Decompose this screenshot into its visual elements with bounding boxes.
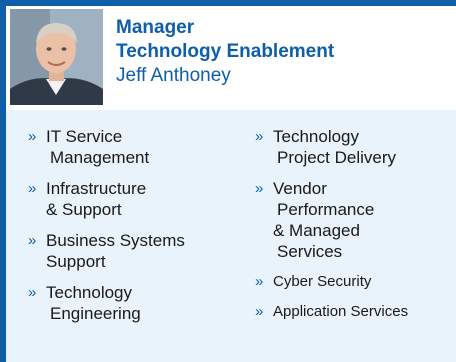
item-line: Vendor [273, 179, 327, 198]
bullet-icon: » [28, 180, 37, 197]
bullet-icon: » [28, 284, 37, 301]
bullet-icon: » [255, 128, 264, 145]
item-line: Engineering [50, 304, 141, 323]
item-line: Application Services [273, 303, 409, 320]
title-block: Manager Technology Enablement Jeff Antho… [116, 16, 334, 88]
list-item: » Application Services [251, 302, 451, 322]
item-line: & Managed [273, 221, 360, 240]
item-line: & Support [46, 200, 122, 219]
list-item: » Cyber Security [251, 272, 451, 292]
bullet-icon: » [255, 180, 264, 197]
list-item: » Infrastructure & Support [24, 178, 234, 220]
responsibilities-left-list: » IT Service Management » Infrastructure… [24, 126, 234, 324]
person-name: Jeff Anthoney [116, 65, 231, 86]
list-item: » Technology Project Delivery [251, 126, 451, 168]
bullet-icon: » [255, 303, 264, 320]
bullet-icon: » [28, 232, 37, 249]
item-line: Services [277, 242, 343, 261]
bullet-icon: » [28, 128, 37, 145]
card-header: Manager Technology Enablement Jeff Antho… [6, 6, 456, 110]
list-item: » Technology Engineering [24, 282, 234, 324]
headshot-photo [10, 9, 103, 105]
responsibilities-right-list: » Technology Project Delivery » Vendor P… [251, 126, 451, 322]
responsibilities-panel: » IT Service Management » Infrastructure… [6, 110, 456, 362]
item-line: Business Systems [46, 231, 185, 250]
item-line: Performance [277, 200, 375, 219]
item-line: Management [50, 148, 150, 167]
item-line: Technology [273, 127, 360, 146]
list-item: » Vendor Performance & Managed Services [251, 178, 451, 262]
bullet-icon: » [255, 273, 264, 290]
portrait-illustration [10, 9, 103, 105]
list-item: » Business Systems Support [24, 230, 234, 272]
item-line: Support [46, 252, 106, 271]
item-line: IT Service [46, 127, 123, 146]
role-title-line-2: Technology Enablement [116, 41, 335, 62]
item-line: Cyber Security [273, 273, 372, 290]
item-line: Infrastructure [46, 179, 147, 198]
item-line: Technology [46, 283, 133, 302]
item-line: Project Delivery [277, 148, 397, 167]
list-item: » IT Service Management [24, 126, 234, 168]
role-title-line-1: Manager [116, 17, 195, 38]
